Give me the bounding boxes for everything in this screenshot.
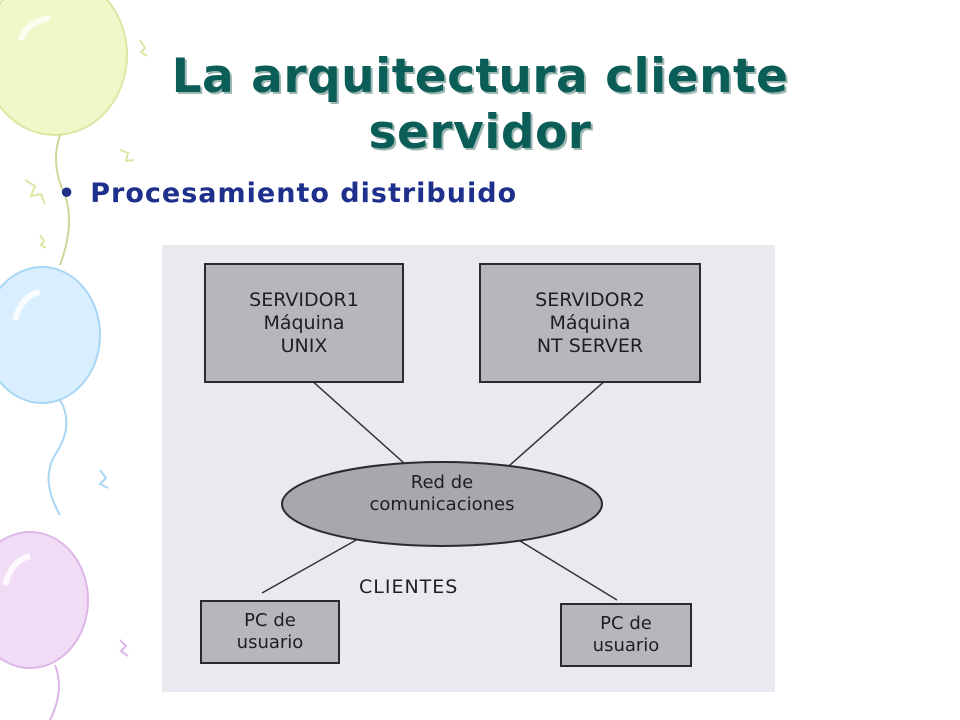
server2-kind: Máquina <box>549 311 631 334</box>
slide-title: La arquitectura cliente servidor <box>0 49 960 161</box>
client1-line1: PC de <box>244 610 296 631</box>
network-ellipse <box>281 461 603 547</box>
server1-kind: Máquina <box>263 311 345 334</box>
client2-box: PC de usuario <box>560 603 692 667</box>
client-server-diagram: SERVIDOR1 Máquina UNIX SERVIDOR2 Máquina… <box>162 245 775 692</box>
client2-line1: PC de <box>600 613 652 634</box>
client1-box: PC de usuario <box>200 600 340 664</box>
link-network-client2 <box>506 532 618 601</box>
clients-label: CLIENTES <box>359 576 459 598</box>
network-label-line1: Red de <box>410 472 474 493</box>
diagram-connectors <box>261 378 618 601</box>
server2-box: SERVIDOR2 Máquina NT SERVER <box>479 263 701 383</box>
link-server2-network <box>491 378 608 482</box>
server2-os: NT SERVER <box>536 334 644 357</box>
balloons-icon <box>0 0 148 720</box>
slide-title-line2: servidor <box>368 105 592 161</box>
slide-title-line1: La arquitectura cliente <box>171 49 789 105</box>
server1-box: SERVIDOR1 Máquina UNIX <box>204 263 404 383</box>
network-label-line2: comunicaciones <box>369 494 515 515</box>
link-network-client1 <box>261 529 375 594</box>
network-label: Red de comunicaciones <box>282 472 602 516</box>
bullet-item: • Procesamiento distribuido <box>58 178 517 209</box>
client2-line2: usuario <box>592 635 660 656</box>
bullet-dot: • <box>58 178 77 209</box>
client1-line2: usuario <box>236 632 304 653</box>
server1-os: UNIX <box>280 334 328 357</box>
bullet-text: Procesamiento distribuido <box>90 178 518 209</box>
server1-name: SERVIDOR1 <box>249 288 359 311</box>
server2-name: SERVIDOR2 <box>535 288 645 311</box>
